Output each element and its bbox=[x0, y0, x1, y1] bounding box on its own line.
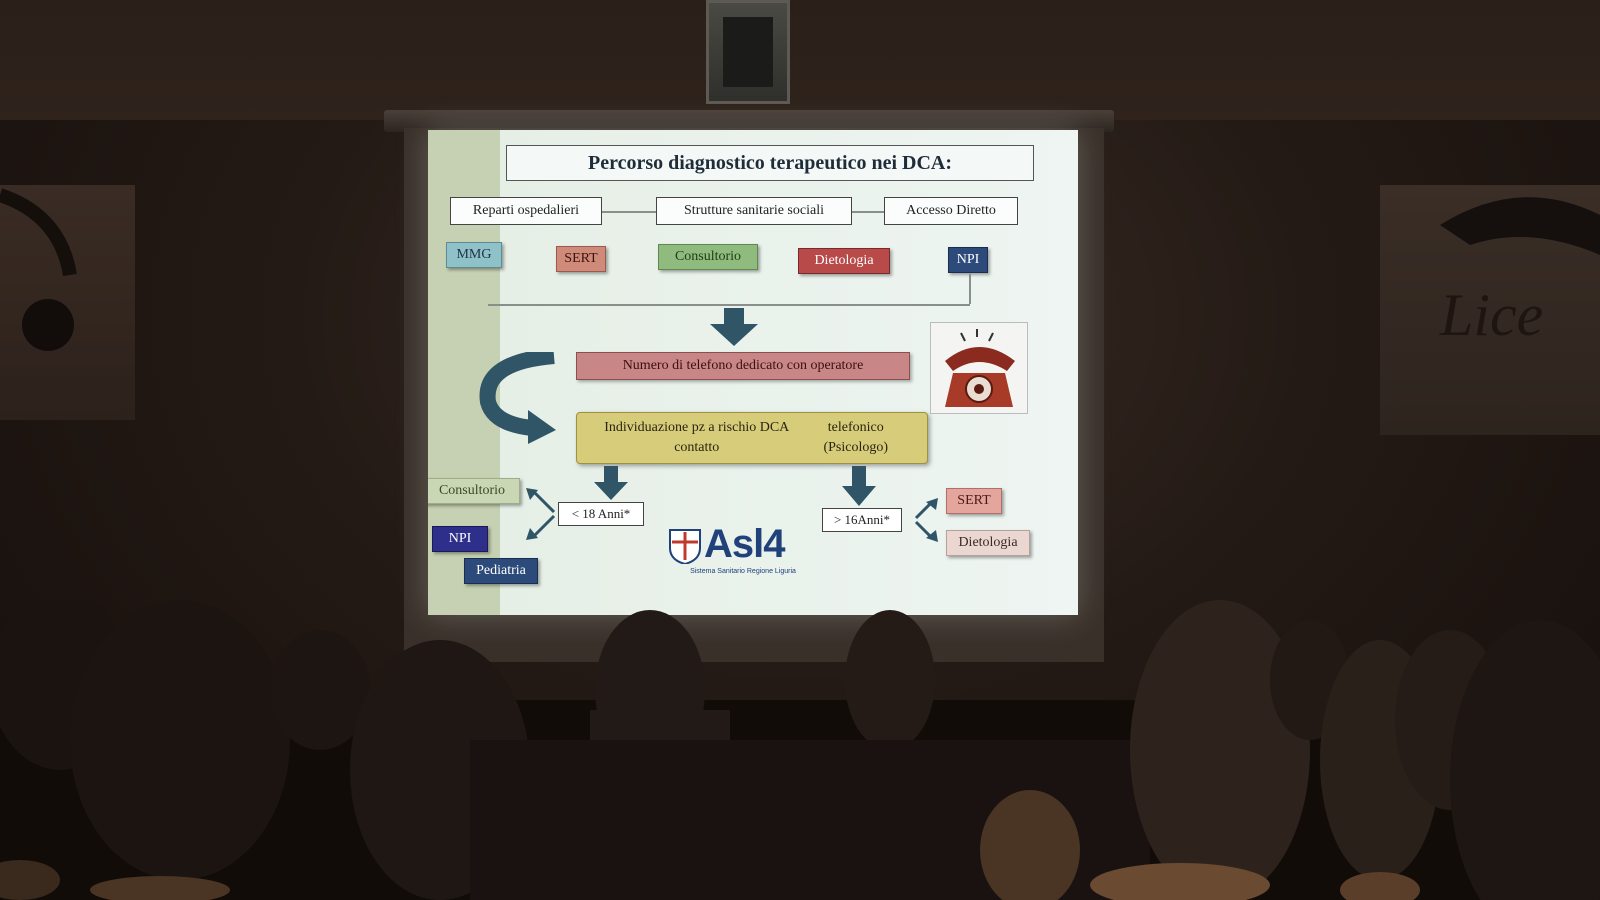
risk-step-line-2: telefonico (Psicologo) bbox=[823, 420, 889, 455]
down-arrow-icon bbox=[594, 466, 628, 500]
services-join-line bbox=[488, 304, 970, 306]
right-wall-poster: Lice bbox=[1352, 185, 1600, 435]
asl4-logo: Asl4 Sistema Sanitario Regione Liguria bbox=[668, 522, 818, 580]
left-target-pediatria: Pediatria bbox=[464, 558, 538, 584]
left-poster-art-icon bbox=[0, 188, 77, 351]
room-ceiling bbox=[0, 0, 1600, 120]
service-npi: NPI bbox=[948, 247, 988, 273]
service-dietologia: Dietologia bbox=[798, 248, 890, 274]
right-poster-art-icon: Lice bbox=[1352, 197, 1600, 348]
service-consultorio: Consultorio bbox=[658, 244, 758, 270]
branch-arrows-icon bbox=[526, 488, 556, 540]
service-sert: SERT bbox=[556, 246, 606, 272]
left-wall-poster bbox=[0, 185, 135, 420]
connector-line bbox=[969, 274, 971, 304]
ceiling-speaker bbox=[706, 0, 790, 104]
left-target-consultorio: Consultorio bbox=[428, 478, 520, 504]
dedicated-phone-step: Numero di telefono dedicato con operator… bbox=[576, 352, 910, 380]
risk-step-line-1: Individuazione pz a rischio DCA contatto bbox=[604, 420, 790, 455]
left-target-npi: NPI bbox=[432, 526, 488, 552]
source-direct-access: Accesso Diretto bbox=[884, 197, 1018, 225]
branch-arrows-icon bbox=[914, 498, 938, 542]
down-arrow-icon bbox=[710, 308, 758, 346]
service-mmg: MMG bbox=[446, 242, 502, 268]
over-16-label: > 16Anni* bbox=[822, 508, 902, 532]
connector-line bbox=[602, 211, 656, 213]
curved-arrow-icon bbox=[479, 352, 556, 444]
source-hospital-wards: Reparti ospedalieri bbox=[450, 197, 602, 225]
phone-icon bbox=[930, 322, 1028, 414]
presentation-slide: Percorso diagnostico terapeutico nei DCA… bbox=[428, 130, 1078, 615]
down-arrow-icon bbox=[842, 466, 876, 506]
right-target-sert: SERT bbox=[946, 488, 1002, 514]
logo-name: Asl4 bbox=[704, 522, 785, 566]
right-target-dietologia: Dietologia bbox=[946, 530, 1030, 556]
projector-screen-bar bbox=[384, 110, 1114, 132]
audience-silhouettes bbox=[0, 600, 1600, 900]
risk-identification-step: Individuazione pz a rischio DCA contatto… bbox=[576, 412, 928, 464]
under-18-label: < 18 Anni* bbox=[558, 502, 644, 526]
regione-liguria-crest-icon bbox=[669, 529, 701, 564]
svg-text:Lice: Lice bbox=[1439, 282, 1543, 348]
connector-line bbox=[852, 211, 884, 213]
logo-subtitle: Sistema Sanitario Regione Liguria bbox=[690, 568, 796, 575]
slide-title: Percorso diagnostico terapeutico nei DCA… bbox=[506, 145, 1034, 181]
source-social-health-structures: Strutture sanitarie sociali bbox=[656, 197, 852, 225]
